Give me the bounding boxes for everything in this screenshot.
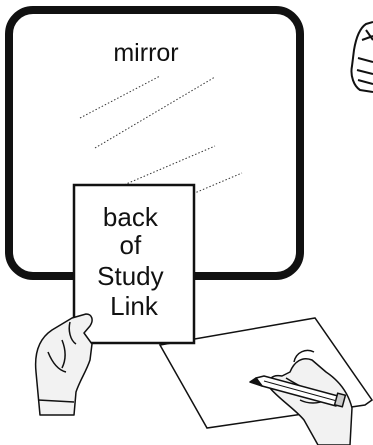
card-line-back: back [103, 202, 159, 232]
hand-writing-pencil-icon [249, 349, 353, 445]
hand-holding-card-icon [34, 313, 93, 416]
mirror-label: mirror [113, 39, 178, 67]
card-text: back of Study Link [97, 202, 171, 321]
study-link-card [72, 183, 196, 345]
card-line-of: of [120, 230, 142, 260]
card-line-link: Link [110, 291, 159, 321]
hand-writing-icon [350, 21, 373, 93]
card-line-study: Study [97, 261, 164, 291]
mirror-reflection-lines [79, 75, 243, 196]
pencil-icon [249, 375, 347, 408]
